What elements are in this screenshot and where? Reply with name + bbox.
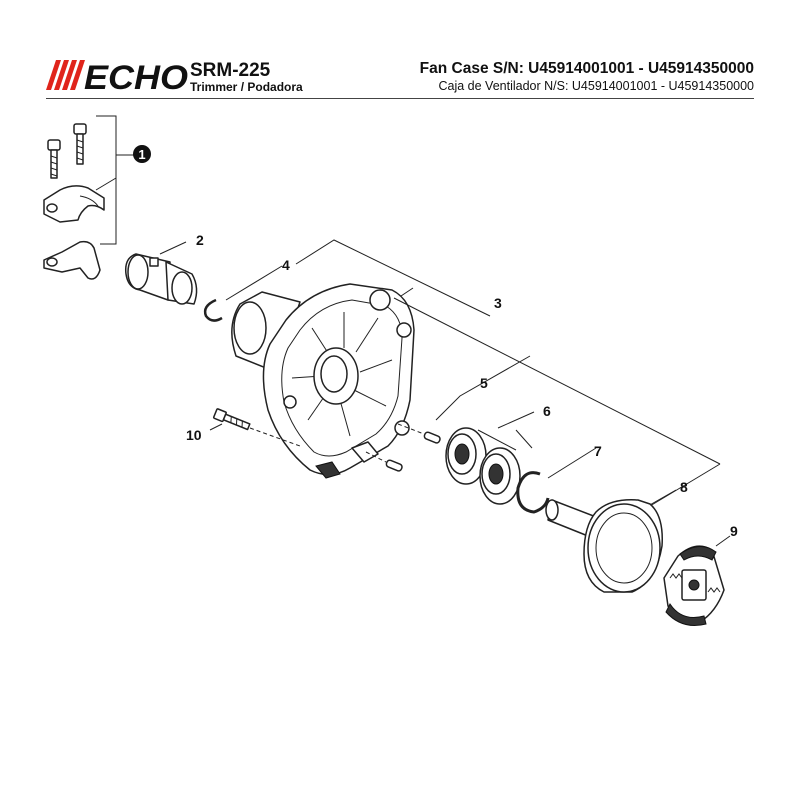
callout-4: 4: [282, 257, 290, 273]
callout-3: 3: [494, 295, 502, 311]
diagram-subtitle: Caja de Ventilador N/S: U45914001001 - U…: [438, 79, 754, 93]
part-3-fan-case: 3: [231, 239, 502, 479]
callout-6: 6: [543, 403, 551, 419]
clamp-lower-icon: [43, 240, 101, 280]
leader-line-bracket-right: [393, 297, 721, 465]
callout-1-badge: [133, 145, 151, 163]
leader-line-9: [715, 535, 731, 547]
echo-logo: ECHO: [46, 59, 188, 92]
leader-line-6: [477, 429, 517, 451]
screw-icon: [47, 139, 61, 179]
bearing-icon: [479, 447, 521, 505]
part-4-snap-ring: 4: [203, 257, 290, 322]
clutch-spring-icon: [669, 573, 721, 593]
part-8-clutch-drum: 8: [545, 479, 688, 593]
leader-line-5: [435, 355, 531, 421]
leader-line-7: [547, 447, 597, 479]
leader-line-10: [209, 423, 223, 431]
leader-line-6-b: [497, 411, 535, 429]
product-name: Trimmer / Podadora: [190, 80, 303, 94]
bolt-axis-dashed: [249, 427, 301, 447]
leader-line-6-c: [515, 429, 533, 449]
clamp-upper-icon: [43, 185, 105, 223]
pin-axis-dashed-upper: [397, 423, 425, 435]
leader-line-1: [96, 115, 117, 245]
bearing-icon: [445, 427, 487, 485]
header-divider: [46, 98, 754, 99]
callout-10: 10: [186, 427, 202, 443]
part-6-bearings: 6: [445, 403, 551, 505]
part-5-dowel-pins: 5: [365, 355, 531, 472]
part-7-retaining-ring: 7: [516, 443, 602, 514]
callout-9: 9: [730, 523, 738, 539]
callout-8: 8: [680, 479, 688, 495]
leader-line-8: [647, 489, 677, 507]
leader-line-4: [225, 265, 283, 301]
part-2-bushing: 2: [124, 232, 204, 305]
logo-speed-stripes: [46, 60, 85, 90]
callout-5: 5: [480, 375, 488, 391]
part-9-clutch-shoe: 9: [663, 523, 738, 626]
pin-axis-dashed-lower: [365, 451, 387, 463]
leader-line-bracket-right-end: [649, 463, 721, 507]
callout-7: 7: [594, 443, 602, 459]
leader-line-2: [159, 241, 187, 255]
model-number: SRM-225: [190, 60, 271, 81]
callout-1: 1: [138, 147, 145, 162]
part-1-assembly: 1: [43, 115, 151, 280]
callout-2: 2: [196, 232, 204, 248]
diagram-title: Fan Case S/N: U45914001001 - U4591435000…: [419, 60, 754, 77]
part-10-bolt: 10: [186, 408, 301, 447]
leader-line-1-mid: [95, 177, 117, 191]
screw-icon: [73, 123, 87, 165]
logo-wordmark: ECHO: [84, 59, 188, 92]
leader-line-3: [295, 239, 491, 317]
